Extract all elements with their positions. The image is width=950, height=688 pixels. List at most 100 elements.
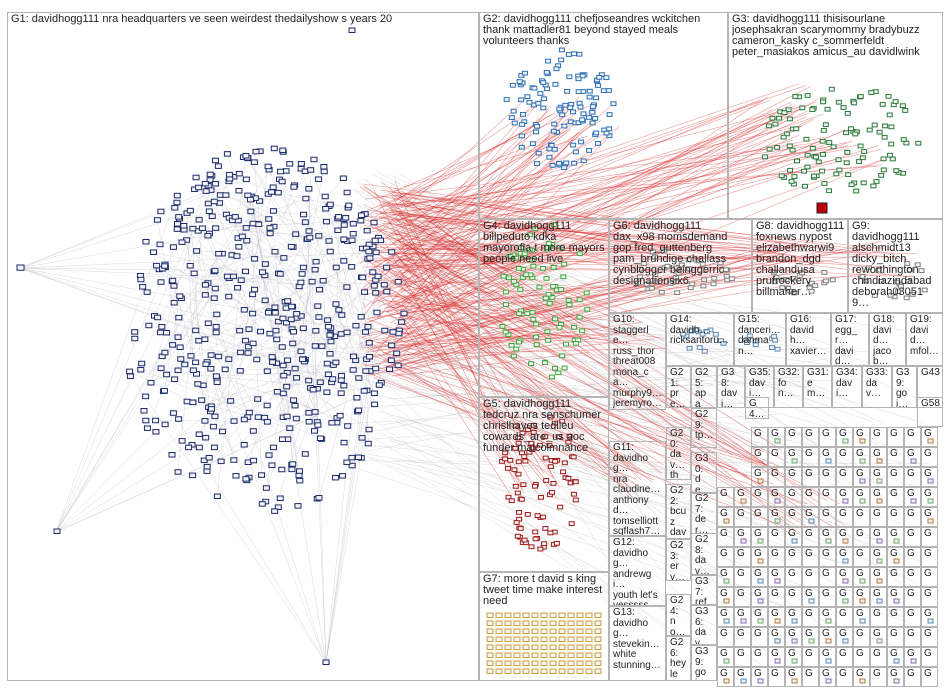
small-group-box[interactable]: G [853,567,870,587]
group-box-g6[interactable]: G6: davidhogg111 dax_x98 momsdemand gop … [609,219,752,313]
small-group-box[interactable]: G [870,507,887,527]
group-box-g13[interactable]: G13: davidhog… stevekin… white stunning… [609,606,666,681]
group-box-g11[interactable]: G11: davidhog… nra claudine… anthonyd… t… [609,441,666,536]
small-group-box[interactable]: G [853,607,870,627]
group-box-g15[interactable]: G15: danceri… danman… [734,313,786,366]
small-group-box[interactable]: G [887,587,904,607]
small-group-box[interactable]: G [853,627,870,647]
small-group-box[interactable]: G [734,647,751,667]
small-group-box[interactable]: G [819,527,836,547]
small-group-box[interactable]: G [887,627,904,647]
small-group-box[interactable]: G [802,647,819,667]
group-box-g5[interactable]: G5: davidhogg111 tedcruz nra senschumer … [479,397,609,572]
small-group-box[interactable]: G [836,527,853,547]
small-group-box[interactable]: G [870,647,887,667]
small-group-box[interactable]: G [717,507,734,527]
small-group-box[interactable]: G [802,587,819,607]
small-group-box[interactable]: G [887,607,904,627]
small-group-box[interactable]: G [802,487,819,507]
small-group-box[interactable]: G [785,447,802,467]
small-group-box[interactable]: G [717,487,734,507]
small-group-box[interactable]: G [870,427,887,447]
small-group-box[interactable]: G [768,587,785,607]
group-box-g30[interactable]: G30: de… pe… [691,452,717,494]
small-group-box[interactable]: G [921,587,938,607]
small-group-box[interactable]: G [887,527,904,547]
small-group-box[interactable]: G [768,427,785,447]
small-group-box[interactable]: G [768,627,785,647]
group-box-g32[interactable]: G32: fon… [774,366,803,408]
small-group-box[interactable]: G [819,567,836,587]
small-group-box[interactable]: G [734,667,751,687]
small-group-box[interactable]: G [904,507,921,527]
small-group-box[interactable]: G [802,507,819,527]
small-group-box[interactable]: G [921,487,938,507]
group-box-g31[interactable]: G31: em… [803,366,832,408]
small-group-box[interactable]: G [870,567,887,587]
group-box-g34[interactable]: G34: davi… [832,366,862,408]
small-group-box[interactable]: G [853,547,870,567]
small-group-box[interactable]: G [904,647,921,667]
small-group-box[interactable]: G [921,547,938,567]
group-box-g16[interactable]: G16: davidh… xavier… [786,313,831,366]
small-group-box[interactable]: G [853,587,870,607]
group-box-g38[interactable]: G38: davi… [717,366,745,408]
small-group-box[interactable]: G [836,487,853,507]
small-group-box[interactable]: G [802,567,819,587]
small-group-box[interactable]: G [836,587,853,607]
small-group-box[interactable]: G [751,487,768,507]
small-group-box[interactable]: G [836,547,853,567]
small-group-box[interactable]: G [751,427,768,447]
small-group-box[interactable]: G [734,607,751,627]
small-group-box[interactable]: G [904,547,921,567]
small-group-box[interactable]: G [836,567,853,587]
small-group-box[interactable]: G [819,667,836,687]
group-box-g36[interactable]: G36: dav… [691,605,717,645]
small-group-box[interactable]: G [887,567,904,587]
small-group-box[interactable]: G [904,467,921,487]
small-group-box[interactable]: G [802,467,819,487]
group-box-g17[interactable]: G17: egg_r… david… [831,313,869,366]
small-group-box[interactable]: G [802,627,819,647]
small-group-box[interactable]: G [887,487,904,507]
group-box-g18[interactable]: G18: david… jacob… [869,313,906,366]
small-group-box[interactable]: G [904,667,921,687]
small-group-box[interactable]: G [734,527,751,547]
small-group-box[interactable]: G [785,487,802,507]
small-group-box[interactable]: G [785,587,802,607]
small-group-box[interactable]: G [904,567,921,587]
small-group-box[interactable]: G [853,647,870,667]
small-group-box[interactable]: G [921,507,938,527]
small-group-box[interactable]: G [768,607,785,627]
small-group-box[interactable]: G [921,527,938,547]
small-group-box[interactable]: G [921,667,938,687]
small-group-box[interactable]: G [734,547,751,567]
small-group-box[interactable]: G [904,627,921,647]
small-group-box[interactable]: G [734,487,751,507]
small-group-box[interactable]: G [768,467,785,487]
group-box-g3[interactable]: G3: davidhogg111 thisisourlane josephsak… [728,12,943,219]
group-box-g21[interactable]: G21: pre… dav… [666,366,691,408]
small-group-box[interactable]: G [751,507,768,527]
small-group-box[interactable]: G [717,587,734,607]
small-group-box[interactable]: G [819,427,836,447]
small-group-box[interactable]: G [768,647,785,667]
group-box-g12[interactable]: G12: davidhog… andrewgi… youth let's yes… [609,536,666,606]
small-group-box[interactable]: G [870,667,887,687]
small-group-box[interactable]: G [819,467,836,487]
small-group-box[interactable]: G [870,607,887,627]
small-group-box[interactable]: G [802,427,819,447]
small-group-box[interactable]: G [904,427,921,447]
small-group-box[interactable]: G [734,627,751,647]
group-box-g22[interactable]: G22: bcuz dav libe… [666,484,691,539]
small-group-box[interactable]: G [836,647,853,667]
small-group-box[interactable]: G [887,547,904,567]
small-group-box[interactable]: G [921,427,938,447]
small-group-box[interactable]: G [785,427,802,447]
small-group-box[interactable]: G [887,667,904,687]
group-box-g28[interactable]: G28: dav… ros… [691,533,717,575]
small-group-box[interactable]: G [819,507,836,527]
small-group-box[interactable]: G [870,587,887,607]
small-group-box[interactable]: G [904,607,921,627]
group-box-g9[interactable]: G9: davidhogg111 alschmidt13 dicky_bitch… [848,219,943,313]
